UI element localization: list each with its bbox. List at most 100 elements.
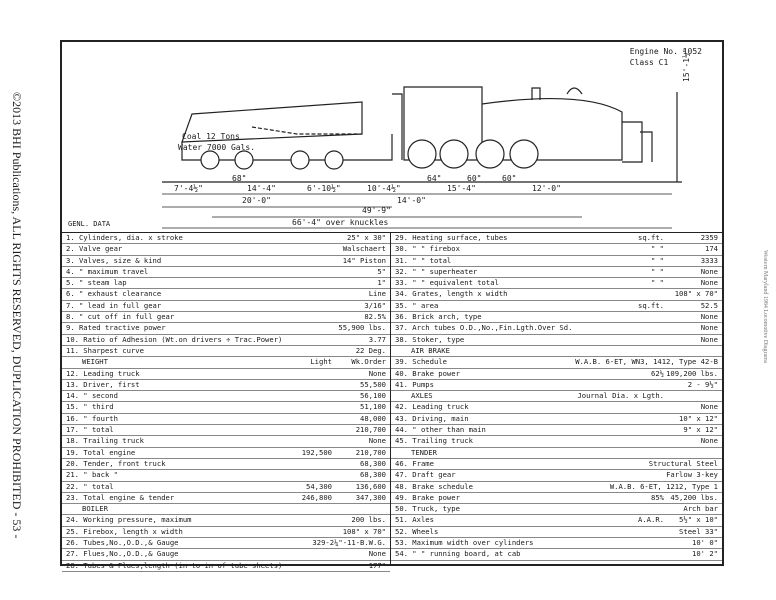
spec-label: 10. Ratio of Adhesion (Wt.on drivers ÷ T… [66, 334, 283, 344]
spec-row: AIR BRAKE [391, 346, 722, 358]
spec-row: 52. Wheels Steel 33" [391, 526, 722, 539]
dim-tender-total: 20'-0" [242, 196, 271, 205]
dim-tender-wheel: 68" [232, 174, 247, 183]
spec-label: 39. Schedule [395, 357, 447, 367]
spec-label: 53. Maximum width over cylinders [395, 538, 534, 548]
spec-value-b: None [368, 368, 386, 378]
spec-label: 31. " " total [395, 255, 452, 265]
copyright-margin: ©2013 BHI Publications, ALL RIGHTS RESER… [6, 0, 28, 600]
spec-value-b: 136,600 [355, 481, 386, 491]
spec-row: TENDER [391, 448, 722, 459]
spec-value-b: 9" x 12" [683, 425, 718, 435]
spec-value-b: None [700, 334, 718, 344]
spec-value-b: None [368, 436, 386, 446]
dim-front-end: 12'-0" [532, 184, 561, 193]
spec-label: 12. Leading truck [66, 368, 140, 378]
spec-label: AXLES [411, 391, 433, 401]
tender-coal-label: Coal 12 Tons [182, 132, 240, 141]
spec-label: 24. Working pressure, maximum [66, 515, 192, 525]
spec-value-b: 48,000 [360, 413, 386, 423]
spec-value-b: 5½" x 10" [679, 515, 718, 525]
spec-value-a: " " [651, 266, 664, 276]
spec-row: 36. Brick arch, type None [391, 312, 722, 324]
dim-total-wheelbase: 49'-9" [362, 206, 391, 215]
spec-value-b: 200 lbs. [351, 515, 386, 525]
spec-row: 33. " " equivalent total" "None [391, 278, 722, 290]
spec-label: 9. Rated tractive power [66, 323, 166, 333]
spec-label: 1. Cylinders, dia. x stroke [66, 233, 183, 242]
diagram-sheet: Engine No. 1052 Class C1 [60, 40, 724, 572]
engine-header: Engine No. 1052 Class C1 [630, 46, 702, 68]
spec-value-a: Light [310, 357, 332, 367]
spec-value-b: None [700, 402, 718, 412]
spec-row: 24. Working pressure, maximum 200 lbs. [62, 515, 390, 527]
spec-label: 7. " lead in full gear [66, 300, 162, 310]
spec-label: 34. Grates, length x width [395, 289, 508, 299]
dim-tender-base: 14'-4" [247, 184, 276, 193]
spec-value-b: None [700, 266, 718, 276]
spec-label: 40. Brake power [395, 368, 460, 378]
spec-value-b: Wk.Order [351, 357, 386, 367]
spec-label: 8. " cut off in full gear [66, 312, 175, 322]
spec-label: 28. Tubes & Flues,length (in to in of tu… [66, 560, 283, 570]
spec-label: 29. Heating surface, tubes [395, 233, 508, 242]
spec-label: 5. " steam lap [66, 278, 127, 288]
spec-value-b: W.A.B. 6-ET, 1212, Type 1 [609, 481, 718, 491]
spec-value-b: None [368, 549, 386, 559]
spec-label: 43. Driving, main [395, 413, 469, 423]
spec-label: 32. " " superheater [395, 266, 478, 276]
spec-value-b: 68,300 [360, 470, 386, 480]
spec-label: 3. Valves, size & kind [66, 255, 162, 265]
spec-row: BOILER [62, 504, 390, 516]
spec-value-a: " " [651, 244, 664, 254]
spec-value-b: None [700, 436, 718, 446]
dim-engine-mid: 14'-0" [397, 196, 426, 205]
spec-value-b: 55,500 [360, 379, 386, 389]
spec-value-b: None [700, 312, 718, 322]
spec-row: 16. " fourth 48,000 [62, 413, 390, 426]
spec-value-a: 85% [651, 492, 664, 502]
spec-row: 12. Leading truck None [62, 369, 390, 380]
locomotive-diagram: Engine No. 1052 Class C1 [62, 42, 722, 232]
spec-label: 22. " total [66, 481, 114, 491]
spec-label: 52. Wheels [395, 526, 439, 536]
spec-row: 28. Tubes & Flues,length (in to in of tu… [62, 561, 390, 572]
spec-value-b: 52.5 [700, 300, 718, 310]
spec-row: 31. " " total" "3333 [391, 256, 722, 267]
spec-label: 36. Brick arch, type [395, 312, 482, 322]
spec-value-b: 10" x 12" [679, 413, 718, 423]
spec-value-b: 14" Piston [342, 255, 386, 265]
spec-label: 16. " fourth [66, 413, 118, 423]
spec-label: 30. " " firebox [395, 244, 460, 254]
spec-value-b: Steel 33" [679, 526, 718, 536]
spec-value-b: Line [368, 289, 386, 299]
spec-value-a: 62½ [651, 368, 664, 378]
spec-value-b: 10' 2" [692, 549, 718, 559]
engine-number: Engine No. 1052 [629, 47, 702, 56]
spec-value-b: Structural Steel [648, 458, 718, 468]
spec-value-b: 108" x 70" [342, 526, 386, 536]
spec-value-b: 174 [705, 244, 718, 254]
spec-label: BOILER [82, 504, 108, 514]
spec-label: 41. Pumps [395, 379, 434, 389]
spec-row: 21. " back "68,300 [62, 470, 390, 482]
spec-value-b: 56,100 [360, 391, 386, 401]
spec-value-b: 68,300 [360, 458, 386, 468]
